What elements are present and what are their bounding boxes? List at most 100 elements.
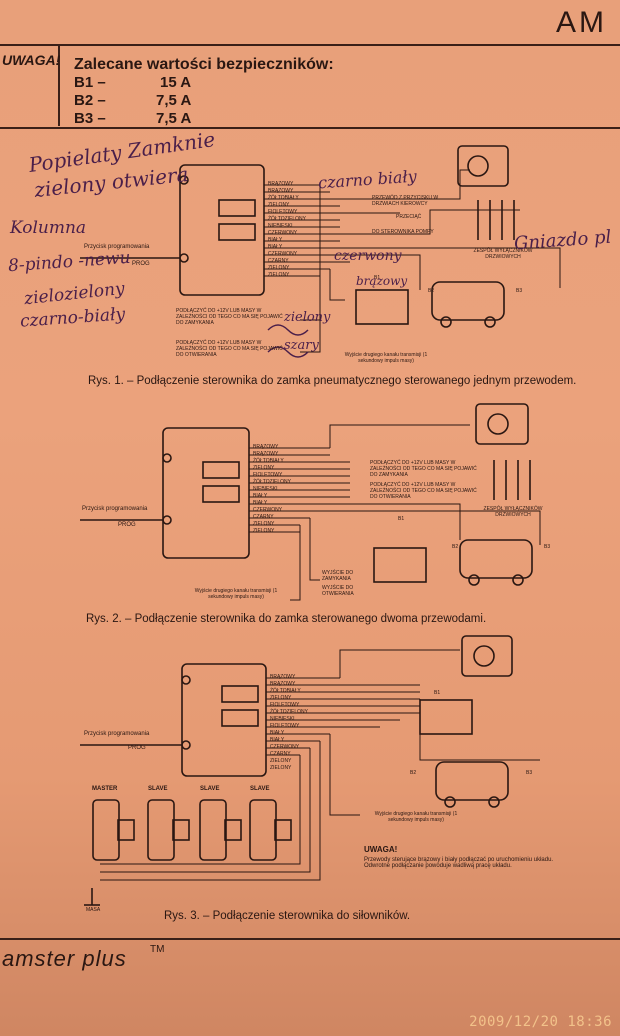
fig1-note-cut: PRZECIĄĆ xyxy=(396,214,422,220)
fig3-warning-text: Przewody sterujące brązowy i biały podłą… xyxy=(364,857,554,869)
fuse-b2-name: B2 – xyxy=(74,92,106,109)
fig3-actuator-label: SLAVE xyxy=(250,786,270,792)
hand-note-right-2: czerwony xyxy=(334,248,402,264)
hand-note-ann-b: szary xyxy=(284,338,319,353)
fig1-wire-label: CZERWONY xyxy=(268,251,298,257)
fig3-fuse-b2: B2 xyxy=(410,770,417,776)
fig2-car xyxy=(459,539,533,579)
top-rule xyxy=(0,44,620,46)
footer-tm: TM xyxy=(150,944,165,955)
warning-divider xyxy=(58,46,60,126)
fig3-wire-label: CZERWONY xyxy=(270,744,300,750)
fig3-actuator-label: SLAVE xyxy=(148,786,168,792)
fig3-prog-label: Przycisk programowania xyxy=(84,731,150,737)
fig1-car xyxy=(431,281,505,321)
fig2-out-close: WYJŚCIE DO ZAMYKANIA xyxy=(322,570,354,582)
fig2-fuse-b3: B3 xyxy=(544,544,551,550)
fig3-actuator-label: SLAVE xyxy=(200,786,220,792)
fuse-b2-value: 7,5 A xyxy=(156,92,192,109)
fig2-wire-label: BRĄZOWY xyxy=(253,451,279,457)
fig1-fuse-b2: B2 xyxy=(428,288,435,294)
fig1-wire-label: ZIELONY xyxy=(268,265,290,271)
fig2-wire-label: ZIELONY xyxy=(253,528,275,534)
fig3-wire-label: ZIELONY xyxy=(270,695,292,701)
fig1-wire-label: ŻÓŁTOBIAŁY xyxy=(268,195,299,201)
fig2-battery xyxy=(373,547,427,583)
fig1-note-top: PRZEWÓD Z PRZYCISKU W DRZWIACH KIEROWCY xyxy=(372,195,439,207)
fig3-wire-label: BIAŁY xyxy=(270,730,285,736)
fig1-wire-label: ZIELONY xyxy=(268,202,290,208)
fig2-wire-label: FIOLETOWY xyxy=(253,472,283,478)
fig1-wire-label: CZARNY xyxy=(268,258,289,264)
fig3-fuse-b1: B1 xyxy=(434,690,441,696)
fig2-ignition-switch xyxy=(475,403,529,445)
hand-note-ann-a: zielony xyxy=(284,310,331,325)
fuse-b3-value: 7,5 A xyxy=(156,110,192,127)
fig2-wire-label: ŻÓŁTOZIELONY xyxy=(253,479,291,485)
footer-rule xyxy=(0,938,620,940)
fig3-caption: Rys. 3. – Podłączenie sterownika do siło… xyxy=(164,910,411,922)
fig1-wire-label: CZERWONY xyxy=(268,230,298,236)
fuse-b1-name: B1 – xyxy=(74,74,106,91)
fig1-second-channel: Wyjście drugiego kanału transmisji (1 se… xyxy=(344,352,428,364)
fig2-fuse-b2: B2 xyxy=(452,544,459,550)
fig1-led xyxy=(179,175,189,185)
fig3-warning-title: UWAGA! xyxy=(364,845,398,854)
fig3-wire-label: BIAŁY xyxy=(270,737,285,743)
fig1-relay-b xyxy=(218,223,256,241)
fig2-second-channel: Wyjście drugiego kanału transmisji (1 se… xyxy=(194,588,278,600)
fig3-wire-label: BRĄZOWY xyxy=(270,674,296,680)
fig2-out-open: WYJŚCIE DO OTWIERANIA xyxy=(322,585,354,597)
fuse-title: Zalecane wartości bezpieczników: xyxy=(74,56,334,73)
footer-brand: amster plus xyxy=(2,946,127,971)
fig1-wire-label: BIAŁY xyxy=(268,244,283,250)
fig3-battery xyxy=(419,699,473,735)
fig1-fuse-b3: B3 xyxy=(516,288,523,294)
hand-squiggle-2 xyxy=(267,346,309,358)
fig2-wire-label: CZERWONY xyxy=(253,507,283,513)
fig1-note-close: PODŁĄCZYĆ DO +12V LUB MASY W ZALEŻNOŚCI … xyxy=(176,308,283,326)
fig2-wire-label: BIAŁY xyxy=(253,493,268,499)
fuse-b3-name: B3 – xyxy=(74,110,106,127)
hand-note-right-3: brązowy xyxy=(356,274,408,288)
fig1-prog-sub: PROG xyxy=(132,261,150,267)
fig3-wire-label: ŻÓŁTOBIAŁY xyxy=(270,688,301,694)
fig1-note-open: PODŁĄCZYĆ DO +12V LUB MASY W ZALEŻNOŚCI … xyxy=(176,340,283,358)
fig1-wire-label: BRĄZOWY xyxy=(268,181,294,187)
fig3-ignition-switch xyxy=(461,635,513,677)
fig2-note-open: PODŁĄCZYĆ DO +12V LUB MASY W ZALEŻNOŚCI … xyxy=(370,482,477,500)
fig1-ignition-label: ZESPÓŁ WYŁĄCZNIKÓW DRZWIOWYCH xyxy=(473,248,533,260)
fig1-wire-label: ŻÓŁTOZIELONY xyxy=(268,216,306,222)
fig2-controller-box xyxy=(162,427,250,559)
fig1-relay-a xyxy=(218,199,256,217)
fig1-prog-label: Przycisk programowania xyxy=(84,244,150,250)
fig3-ground: MASA xyxy=(86,907,101,913)
fig2-relay-b xyxy=(202,485,240,503)
fig3-wire-label: BRĄZOWY xyxy=(270,681,296,687)
fig1-battery xyxy=(355,289,409,325)
fig1-fuse-b1: B1 xyxy=(374,275,381,281)
hand-squiggle-1 xyxy=(267,324,309,336)
fig1-caption: Rys. 1. – Podłączenie sterownika do zamk… xyxy=(88,375,577,387)
fig3-wire-label: ZIELONY xyxy=(270,758,292,764)
hand-note-left-3: Kolumna xyxy=(10,218,87,238)
fig2-wire-label: ZIELONY xyxy=(253,521,275,527)
fig2-wire-label: CZARNY xyxy=(253,514,274,520)
fig2-prog-sub: PROG xyxy=(118,522,136,528)
fig2-prog-label: Przycisk programowania xyxy=(82,506,148,512)
fuse-b1-value: 15 A xyxy=(160,74,192,91)
fig3-car xyxy=(435,761,509,801)
fig3-wire-label: ŻÓŁTOZIELONY xyxy=(270,709,308,715)
fig1-controller-box xyxy=(179,164,265,296)
fig3-wire-label: FIOLETOWY xyxy=(270,702,300,708)
fig3-wire-label: ZIELONY xyxy=(270,765,292,771)
fig1-wire-label: BIAŁY xyxy=(268,237,283,243)
fig2-wire-label: ŻÓŁTOBIAŁY xyxy=(253,458,284,464)
fig2-caption: Rys. 2. – Podłączenie sterownika do zamk… xyxy=(86,613,487,625)
fig2-wire-label: BIAŁY xyxy=(253,500,268,506)
warning-label: UWAGA! xyxy=(2,52,61,68)
fig2-note-close: PODŁĄCZYĆ DO +12V LUB MASY W ZALEŻNOŚCI … xyxy=(370,460,477,478)
fig3-actuators xyxy=(92,799,292,861)
